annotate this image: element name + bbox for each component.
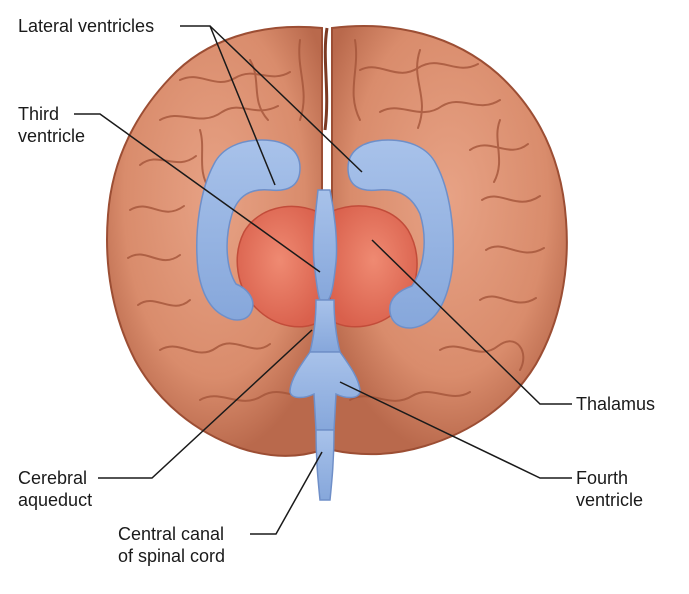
label-thalamus-text: Thalamus: [576, 394, 656, 414]
leader-lateral-ventricles: [180, 25, 363, 186]
central-canal: [315, 429, 335, 501]
label-lateral-ventricles: Lateral ventricles: [18, 15, 154, 37]
label-third-ventricle-line1: Third: [18, 104, 60, 124]
thalamus-left-lobe: [236, 205, 323, 328]
label-fourth-ventricle: Fourth ventricle: [576, 467, 643, 511]
leader-central-canal: [250, 451, 323, 535]
label-cerebral-aqueduct: Cerebral aqueduct: [18, 467, 92, 511]
label-fourth-ventricle-line1: Fourth: [576, 468, 629, 488]
third-ventricle: [312, 189, 338, 301]
label-fourth-ventricle-line2: ventricle: [576, 490, 644, 510]
leader-third-ventricle: [74, 113, 321, 273]
label-third-ventricle-line2: ventricle: [18, 126, 86, 146]
label-thalamus: Thalamus: [576, 393, 655, 415]
leader-thalamus: [371, 239, 572, 405]
ventricles: [196, 139, 454, 501]
leader-lines: [74, 25, 572, 535]
brain-folds: [127, 39, 545, 402]
label-third-ventricle: Third ventricle: [18, 103, 85, 147]
label-central-canal-line2: of spinal cord: [118, 546, 226, 566]
longitudinal-fissure: [323, 27, 329, 131]
label-cerebral-aqueduct-line2: aqueduct: [18, 490, 93, 510]
leader-cerebral-aqueduct: [98, 329, 313, 479]
label-central-canal: Central canal of spinal cord: [118, 523, 225, 567]
brain: [106, 25, 568, 457]
label-lateral-ventricles-text: Lateral ventricles: [18, 16, 155, 36]
right-lateral-ventricle: [347, 139, 454, 329]
label-central-canal-line1: Central canal: [118, 524, 225, 544]
label-cerebral-aqueduct-line1: Cerebral: [18, 468, 88, 488]
leader-fourth-ventricle: [339, 381, 572, 479]
